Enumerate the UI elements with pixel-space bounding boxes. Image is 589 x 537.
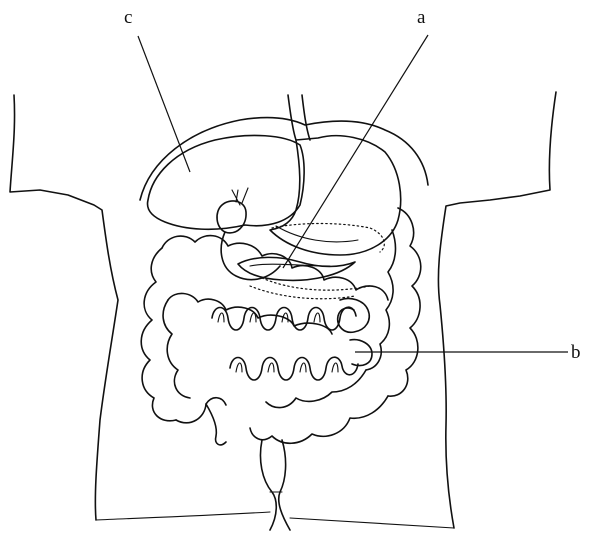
liver (148, 135, 305, 229)
sigmoid-colon (250, 396, 388, 443)
torso-outline (10, 92, 556, 528)
stomach-hidden-outline (272, 224, 384, 253)
rectum (260, 440, 276, 530)
stomach (270, 136, 401, 255)
label-a: a (417, 8, 425, 27)
diaphragm-line (140, 118, 428, 200)
cecum (176, 398, 226, 423)
esophagus (288, 95, 310, 140)
ascending-colon (141, 248, 176, 421)
transverse-colon (162, 236, 388, 300)
descending-colon (388, 208, 421, 396)
duodenum (221, 232, 280, 280)
appendix (206, 404, 226, 445)
leader-line-c (138, 36, 190, 172)
label-c: c (124, 8, 132, 27)
leader-line-a (283, 35, 428, 268)
small-intestine (212, 307, 356, 330)
label-b: b (571, 343, 581, 362)
